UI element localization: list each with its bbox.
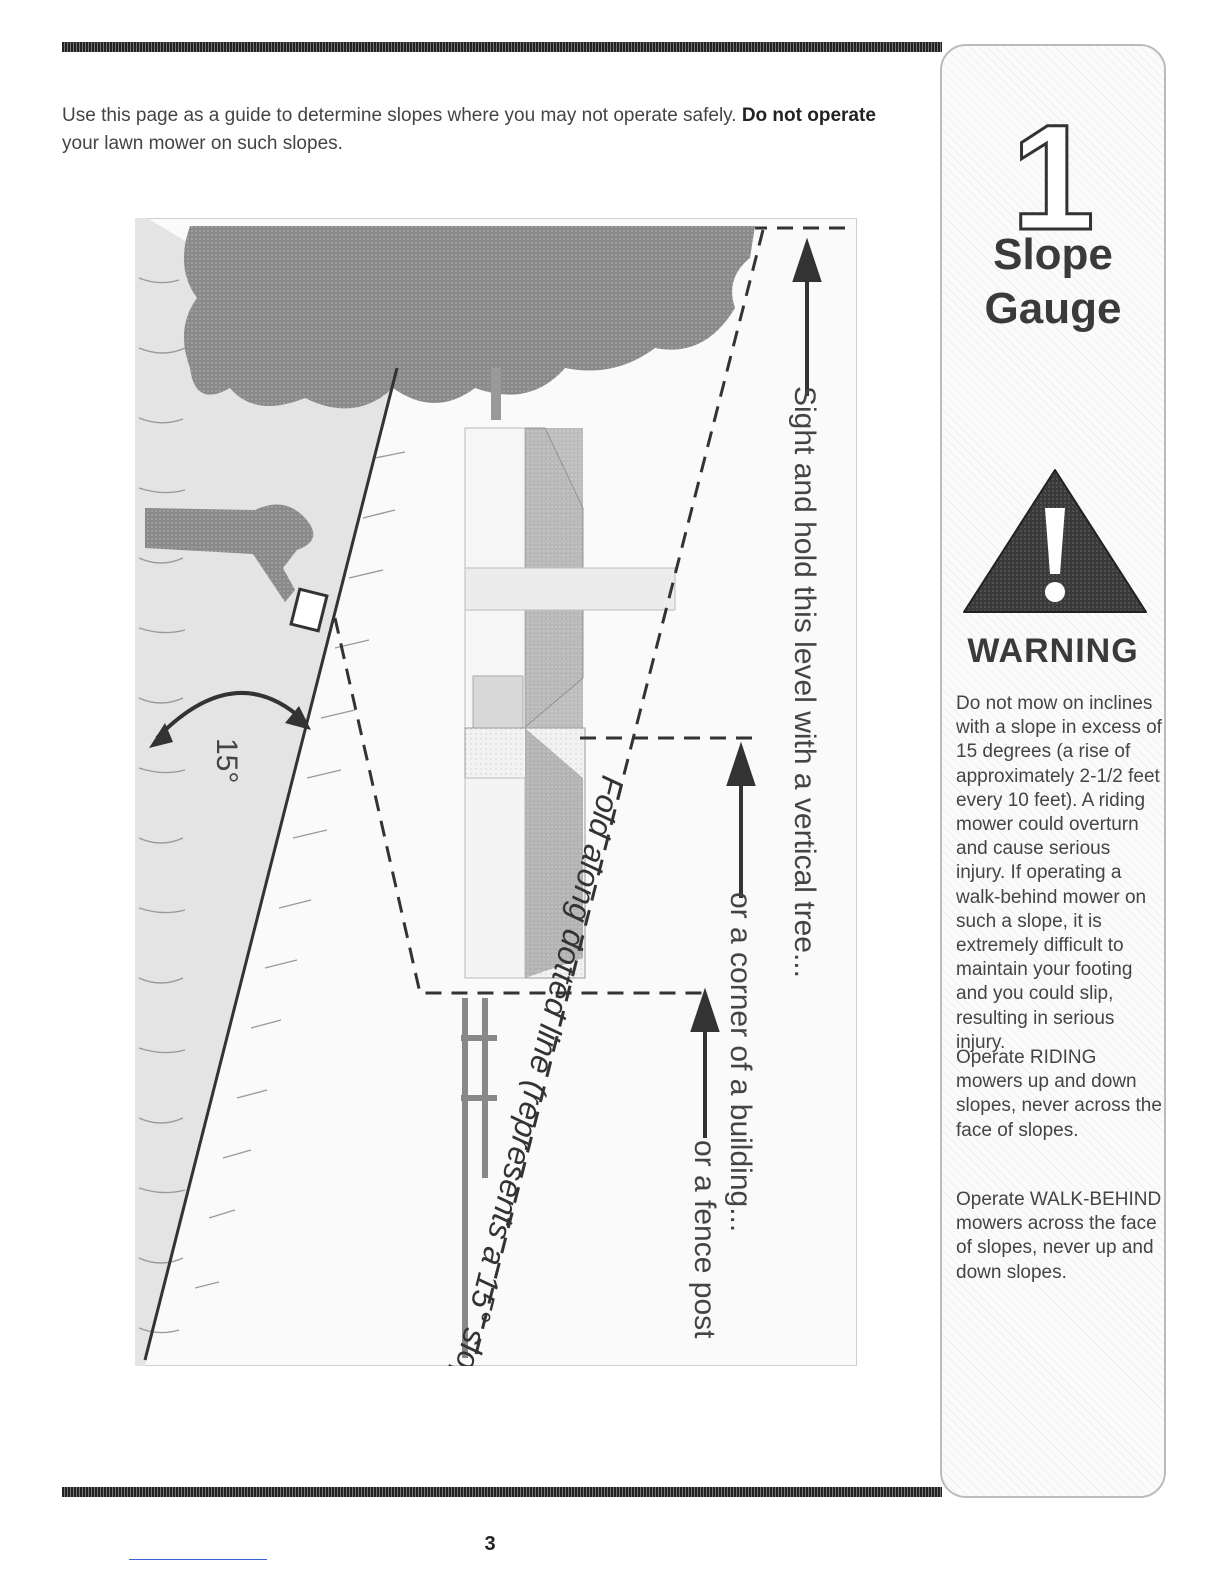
section-title-line1: Slope (993, 230, 1113, 279)
slope-gauge-diagram: 15° Sight and hold this level with a ver… (135, 218, 857, 1366)
grass-blades (138, 277, 406, 1334)
warning-label: WARNING (967, 632, 1139, 670)
fence-instruction: or a fence post (688, 1140, 721, 1339)
footer-line (129, 1559, 267, 1560)
angle-arc (149, 690, 311, 748)
sidebar-panel: 1 Slope Gauge WARNING Do not mow on incl… (940, 44, 1166, 1498)
top-rule (62, 42, 942, 52)
slope-line (143, 367, 399, 1361)
intro-text: Use this page as a guide to determine sl… (62, 105, 737, 126)
fold-guides (333, 226, 845, 1359)
grass-area (135, 218, 397, 1366)
fence (461, 998, 497, 1358)
house (464, 427, 676, 979)
building-instruction: or a corner of a building... (724, 892, 757, 1232)
tree-instruction: Sight and hold this level with a vertica… (788, 386, 821, 978)
tree-canopy (183, 226, 755, 409)
section-title-line2: Gauge (984, 284, 1122, 333)
page-number: 3 (484, 1533, 496, 1555)
warning-text: Do not mow on inclines with a slope in e… (956, 693, 1162, 1053)
chapter-number: 1 (1010, 93, 1096, 261)
angle-label: 15° (210, 738, 243, 783)
tree-trunk (491, 368, 501, 420)
walk-behind-mower-text: Operate WALK-BEHIND mowers across the fa… (956, 1189, 1162, 1283)
intro-bold-text: Do not operate (741, 105, 876, 126)
arrows (690, 237, 822, 1138)
warning-triangle-icon (963, 469, 1147, 613)
intro-paragraph: Use this page as a guide to determine sl… (62, 102, 922, 158)
riding-mower-text: Operate RIDING mowers up and down slopes… (956, 1047, 1162, 1141)
bottom-rule (62, 1487, 942, 1497)
intro-text-continued: your lawn mower on such slopes. (62, 133, 343, 154)
person-silhouette (145, 504, 329, 633)
